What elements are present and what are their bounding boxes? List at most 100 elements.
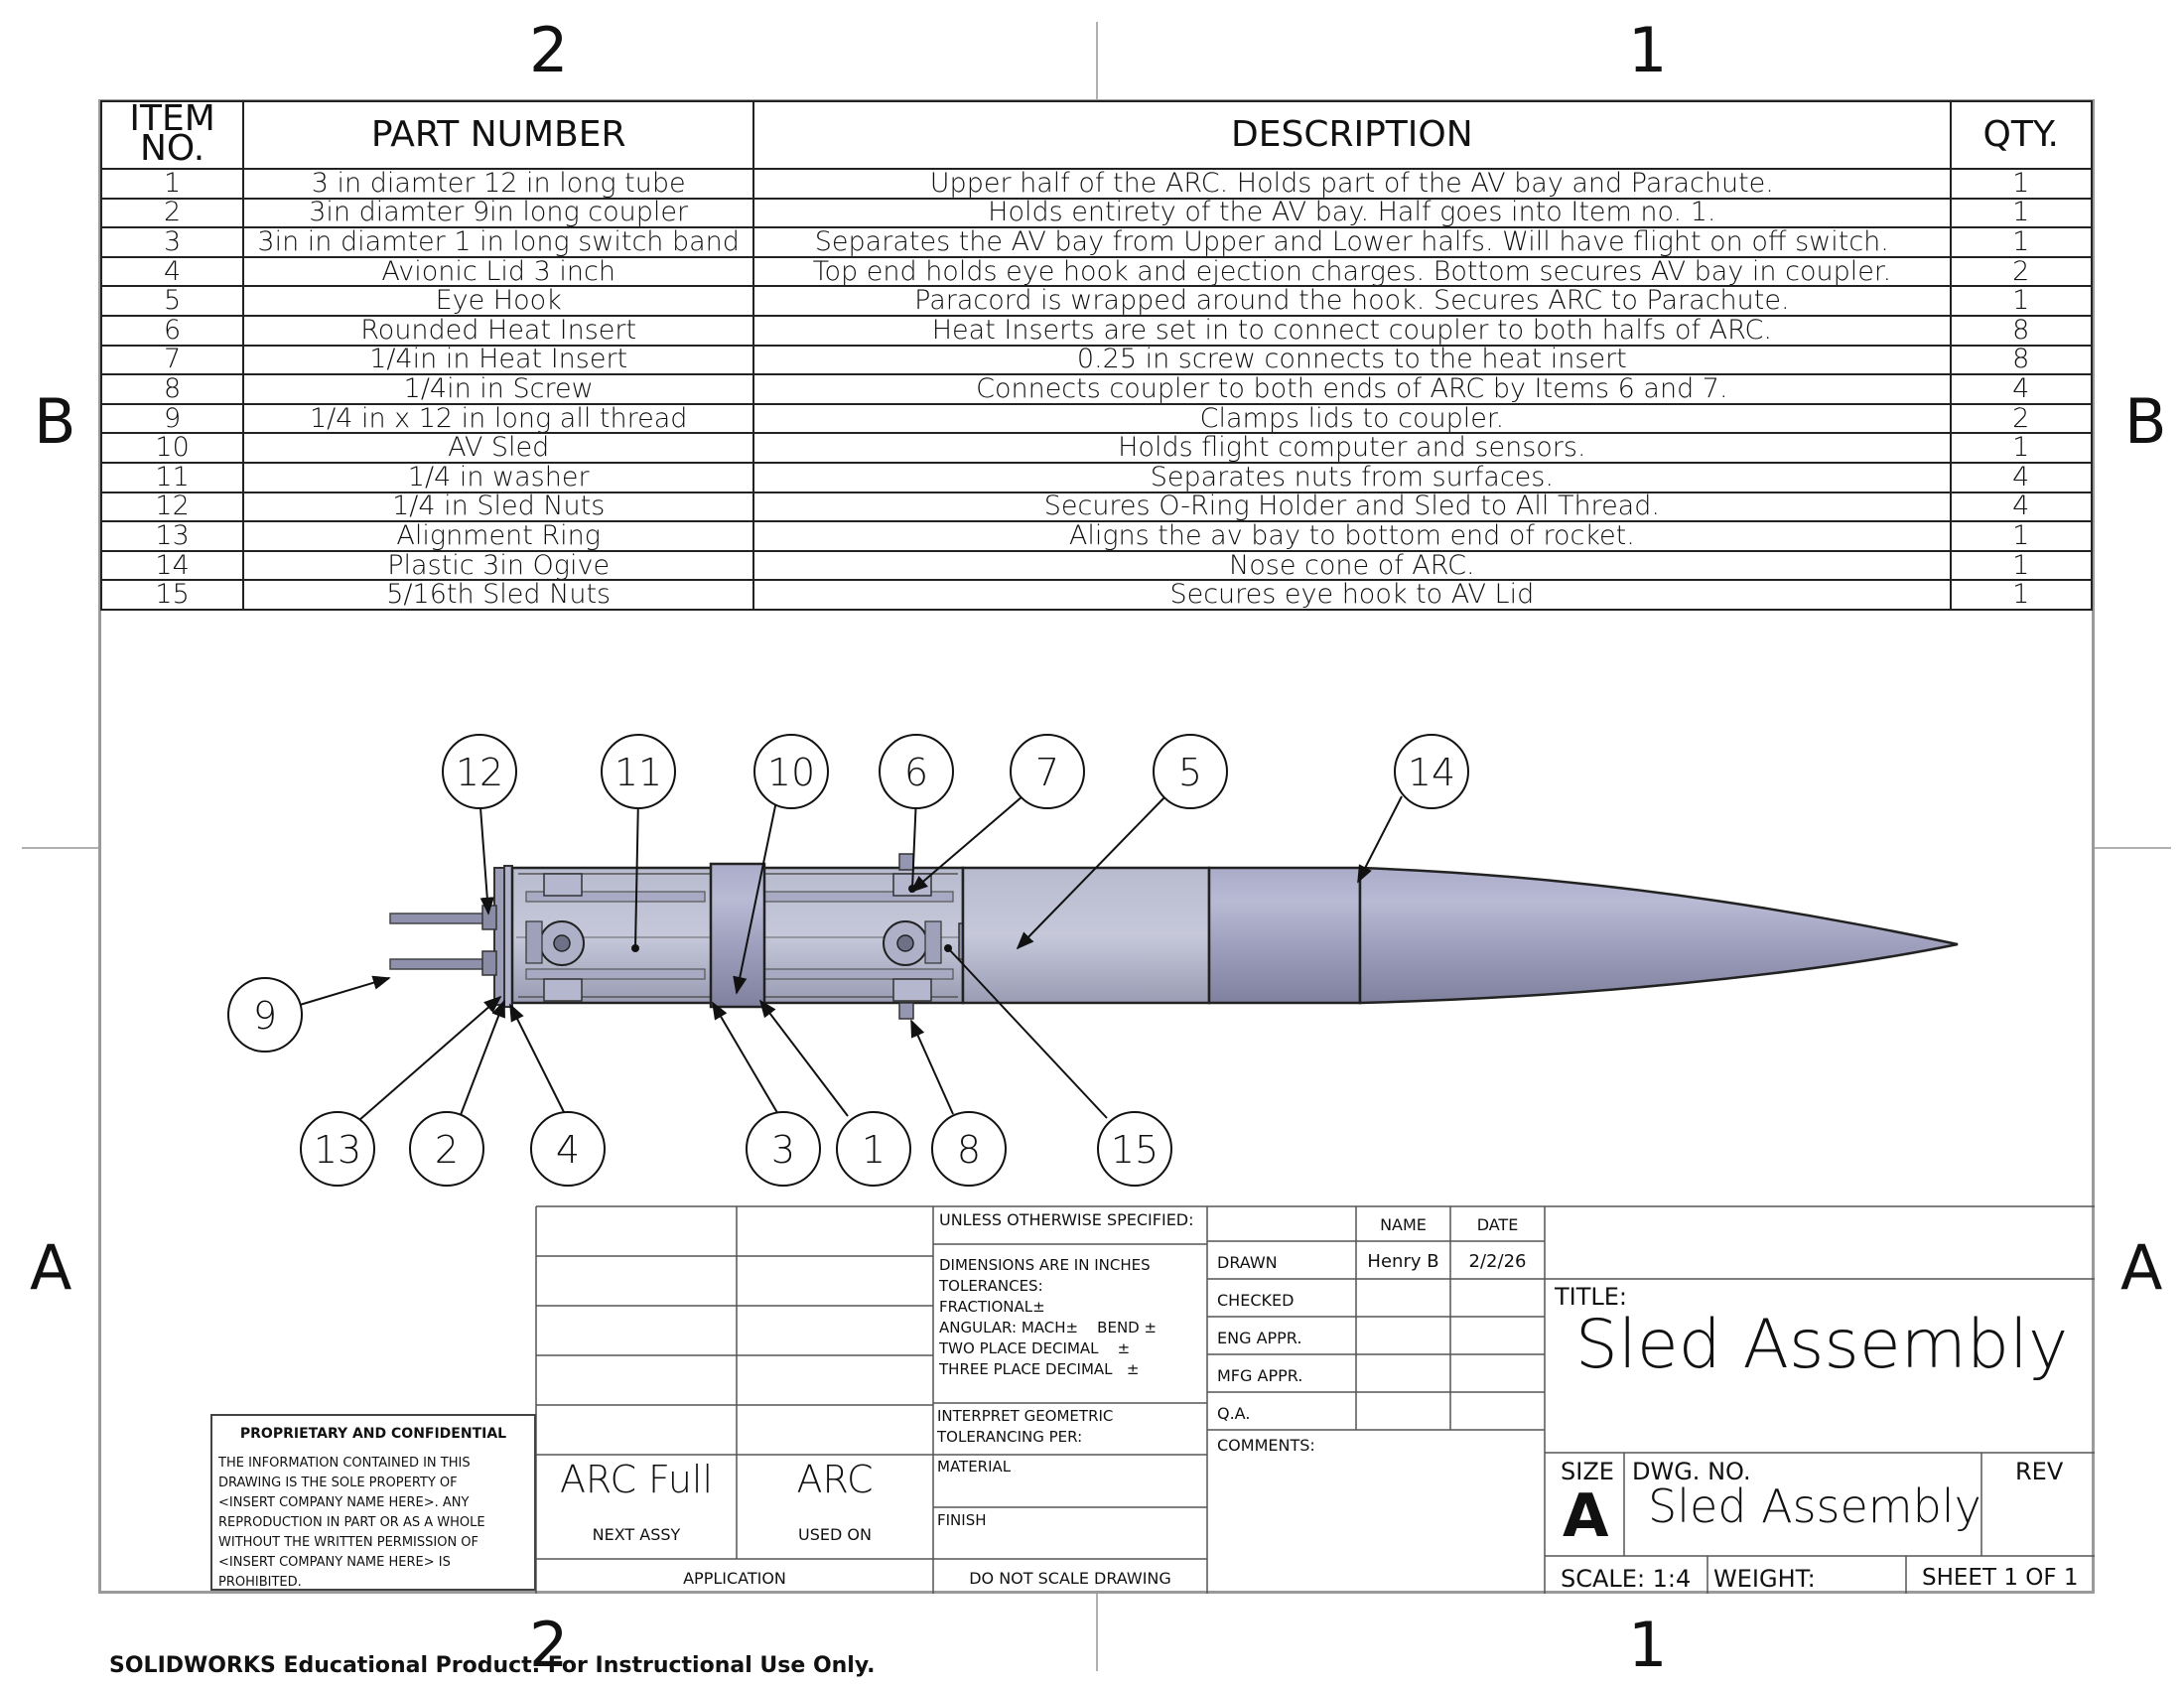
bom-cell-qty: 4 (1949, 461, 2094, 493)
bom-cell-item: 2 (99, 197, 245, 229)
application-label: APPLICATION (683, 1569, 786, 1588)
drawn-name: Henry B (1367, 1251, 1439, 1272)
bom-cell-item: 12 (99, 491, 245, 523)
balloon-label-5: 5 (1178, 751, 1202, 794)
balloon-circle-4 (530, 1111, 606, 1187)
bom-cell-description: Nose cone of ARC. (752, 549, 1952, 582)
tolerance-angular: ANGULAR: MACH± BEND ± (939, 1318, 1157, 1338)
bom-cell-qty: 2 (1949, 255, 2094, 288)
bom-cell-description: Top end holds eye hook and ejection char… (752, 255, 1952, 288)
eng-appr-label: ENG APPR. (1217, 1329, 1302, 1347)
bom-cell-description: Secures eye hook to AV Lid (752, 579, 1952, 611)
balloon-circle-8 (931, 1111, 1007, 1187)
bom-cell-item: 10 (99, 432, 245, 464)
bom-cell-description: Holds flight computer and sensors. (752, 432, 1952, 464)
zone-top-1: 1 (1628, 14, 1668, 86)
tolerance-fractional: FRACTIONAL± (939, 1298, 1045, 1316)
bom-cell-part-number: 3 in diamter 12 in long tube (242, 168, 755, 200)
bom-cell-description: Connects coupler to both ends of ARC by … (752, 373, 1952, 405)
interpret-geometric: INTERPRET GEOMETRIC (937, 1407, 1114, 1425)
bom-cell-description: Separates the AV bay from Upper and Lowe… (752, 226, 1952, 258)
tick-right-middle (2095, 847, 2171, 849)
drawn-date: 2/2/26 (1468, 1251, 1527, 1272)
bom-cell-qty: 4 (1949, 491, 2094, 523)
balloon-circle-10 (753, 734, 829, 809)
zone-bottom-1: 1 (1628, 1609, 1668, 1681)
material-label: MATERIAL (937, 1458, 1012, 1476)
balloon-label-7: 7 (1035, 751, 1059, 794)
bom-header-item-no: ITEM NO. (99, 100, 245, 170)
qa-label: Q.A. (1217, 1404, 1251, 1423)
balloon-circle-15 (1097, 1111, 1172, 1187)
tick-left-middle (22, 847, 98, 849)
balloon-circle-1 (836, 1111, 911, 1187)
bom-cell-qty: 2 (1949, 402, 2094, 435)
bom-cell-description: Holds entirety of the AV bay. Half goes … (752, 197, 1952, 229)
checked-label: CHECKED (1217, 1291, 1295, 1310)
bom-cell-description: Heat Inserts are set in to connect coupl… (752, 314, 1952, 347)
balloon-circle-11 (601, 734, 676, 809)
bom-cell-description: 0.25 in screw connects to the heat inser… (752, 344, 1952, 376)
zone-top-2: 2 (529, 14, 569, 86)
bom-header-qty: QTY. (1949, 100, 2094, 170)
bom-cell-item: 1 (99, 168, 245, 200)
bom-cell-part-number: Plastic 3in Ogive (242, 549, 755, 582)
bom-cell-item: 7 (99, 344, 245, 376)
bom-cell-qty: 1 (1949, 432, 2094, 464)
tolerance-notes: DIMENSIONS ARE IN INCHES TOLERANCES: FRA… (939, 1255, 1157, 1380)
tolerance-three-place-label: THREE PLACE DECIMAL (939, 1360, 1113, 1378)
bom-cell-item: 11 (99, 461, 245, 493)
comments-label: COMMENTS: (1217, 1436, 1315, 1455)
bom-cell-description: Secures O-Ring Holder and Sled to All Th… (752, 491, 1952, 523)
balloon-circle-12 (442, 734, 517, 809)
proprietary-line-6: <INSERT COMPANY NAME HERE> IS (218, 1555, 451, 1570)
bom-cell-part-number: Alignment Ring (242, 520, 755, 552)
bom-cell-qty: 8 (1949, 344, 2094, 376)
balloon-label-15: 15 (1111, 1128, 1159, 1172)
sheet-label: SHEET 1 OF 1 (1922, 1565, 2079, 1591)
bom-cell-qty: 1 (1949, 579, 2094, 611)
bom-cell-item: 6 (99, 314, 245, 347)
bom-cell-description: Paracord is wrapped around the hook. Sec… (752, 285, 1952, 317)
balloon-label-4: 4 (556, 1128, 580, 1172)
bom-cell-part-number: Avionic Lid 3 inch (242, 255, 755, 288)
dwg-no-label: DWG. NO. (1632, 1458, 1751, 1485)
bom-cell-item: 3 (99, 226, 245, 258)
zone-left-a: A (30, 1231, 72, 1304)
proprietary-notice: PROPRIETARY AND CONFIDENTIAL THE INFORMA… (210, 1414, 536, 1591)
bom-cell-part-number: 1/4 in x 12 in long all thread (242, 402, 755, 435)
bom-cell-qty: 1 (1949, 285, 2094, 317)
bom-cell-description: Separates nuts from surfaces. (752, 461, 1952, 493)
proprietary-line-5: WITHOUT THE WRITTEN PERMISSION OF (218, 1535, 479, 1550)
size-label: SIZE (1561, 1458, 1614, 1485)
title-label: TITLE: (1555, 1283, 1628, 1311)
tolerance-unless: UNLESS OTHERWISE SPECIFIED: (939, 1210, 1194, 1229)
bom-cell-description: Aligns the av bay to bottom end of rocke… (752, 520, 1952, 552)
bom-cell-item: 5 (99, 285, 245, 317)
bom-cell-part-number: 1/4in in Heat Insert (242, 344, 755, 376)
next-assy-label: NEXT ASSY (592, 1525, 681, 1544)
balloon-label-9: 9 (253, 994, 277, 1038)
tolerancing-per-label: TOLERANCING PER: (937, 1428, 1083, 1446)
bom-header-part-number: PART NUMBER (242, 100, 755, 170)
bom-cell-item: 15 (99, 579, 245, 611)
bom-cell-part-number: Rounded Heat Insert (242, 314, 755, 347)
tolerance-dims: DIMENSIONS ARE IN INCHES (939, 1256, 1151, 1274)
balloon-circle-9 (227, 977, 303, 1053)
balloon-circle-6 (879, 734, 954, 809)
bom-cell-part-number: 1/4 in Sled Nuts (242, 491, 755, 523)
bom-cell-item: 8 (99, 373, 245, 405)
balloon-circle-14 (1394, 734, 1469, 809)
zone-bottom-2: 2 (529, 1609, 569, 1681)
balloon-label-2: 2 (435, 1128, 459, 1172)
bom-cell-qty: 1 (1949, 520, 2094, 552)
